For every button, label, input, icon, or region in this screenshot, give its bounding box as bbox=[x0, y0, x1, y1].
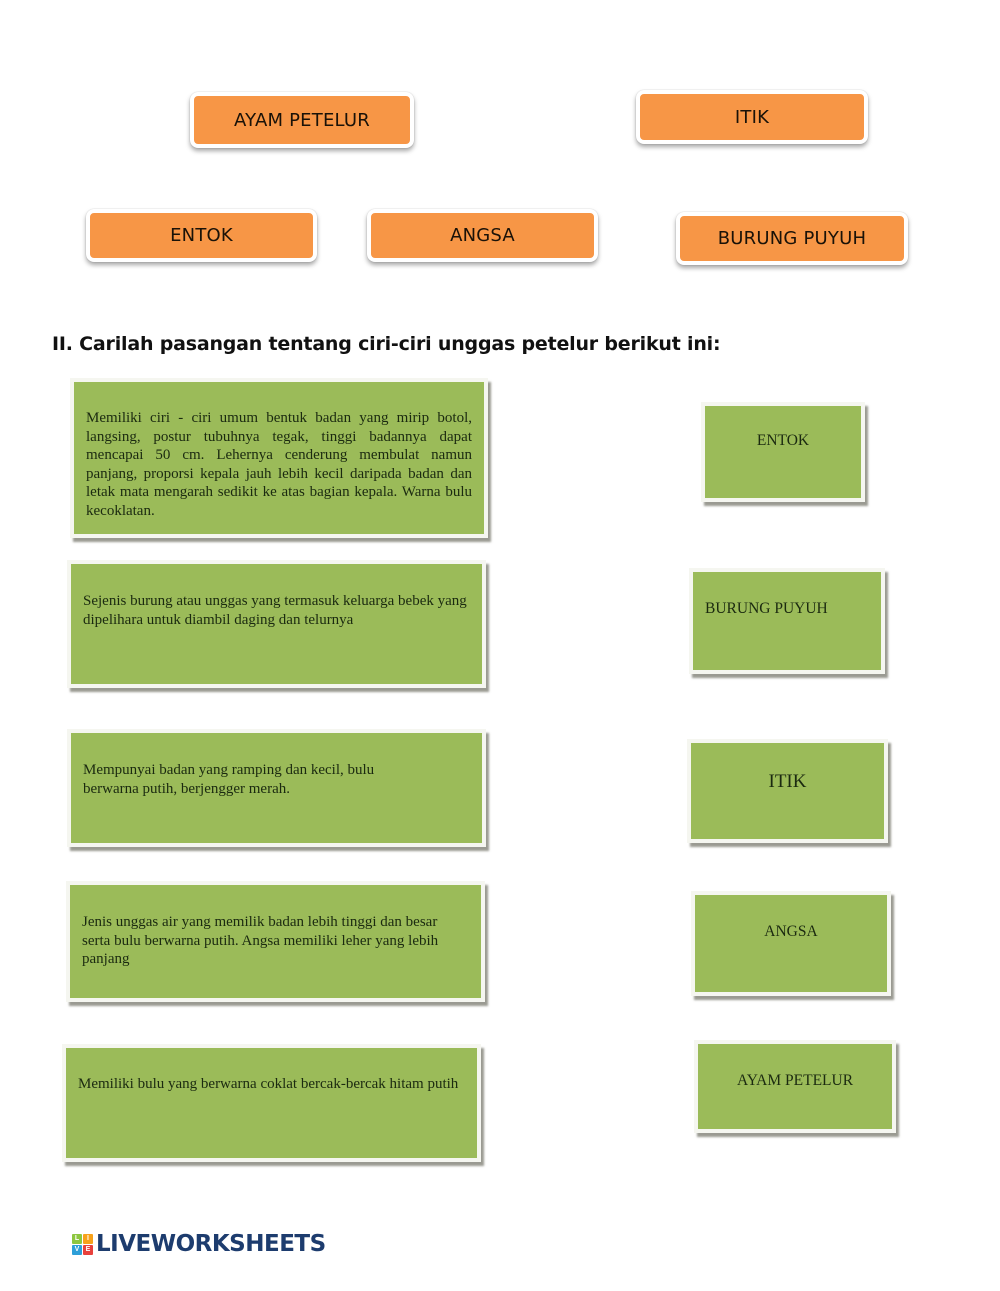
answer-box-itik[interactable]: ITIK bbox=[687, 739, 888, 843]
answer-box-entok[interactable]: ENTOK bbox=[701, 402, 865, 502]
answer-label: ITIK bbox=[768, 771, 807, 792]
description-box-1[interactable]: Memiliki ciri - ciri umum bentuk badan y… bbox=[70, 378, 488, 538]
description-box-4[interactable]: Jenis unggas air yang memilik badan lebi… bbox=[66, 881, 485, 1002]
word-ayam-petelur[interactable]: AYAM PETELUR bbox=[190, 92, 414, 148]
liveworksheets-logo: L I V E LIVEWORKSHEETS bbox=[72, 1231, 326, 1257]
logo-tile-e: E bbox=[83, 1244, 93, 1255]
word-label: ENTOK bbox=[170, 225, 233, 246]
logo-icon: L I V E bbox=[72, 1233, 93, 1255]
answer-label: ANGSA bbox=[764, 923, 818, 940]
description-box-5[interactable]: Memiliki bulu yang berwarna coklat berca… bbox=[62, 1044, 481, 1162]
answer-box-burung-puyuh[interactable]: BURUNG PUYUH bbox=[689, 568, 885, 674]
answer-label: ENTOK bbox=[756, 432, 810, 449]
logo-tile-i: I bbox=[83, 1233, 93, 1244]
section-heading: II. Carilah pasangan tentang ciri-ciri u… bbox=[52, 333, 721, 355]
description-text: Sejenis burung atau unggas yang termasuk… bbox=[83, 593, 467, 628]
answer-box-angsa[interactable]: ANGSA bbox=[691, 891, 891, 996]
word-label: ANGSA bbox=[450, 225, 515, 246]
description-box-2[interactable]: Sejenis burung atau unggas yang termasuk… bbox=[67, 560, 486, 688]
description-box-3[interactable]: Mempunyai badan yang ramping dan kecil, … bbox=[67, 729, 486, 847]
word-label: AYAM PETELUR bbox=[234, 109, 370, 131]
description-text: Memiliki bulu yang berwarna coklat berca… bbox=[78, 1076, 459, 1092]
word-entok[interactable]: ENTOK bbox=[86, 209, 317, 262]
word-label: ITIK bbox=[734, 106, 770, 128]
word-label: BURUNG PUYUH bbox=[717, 228, 867, 249]
word-angsa[interactable]: ANGSA bbox=[367, 209, 598, 262]
answer-label: AYAM PETELUR bbox=[736, 1072, 854, 1089]
answer-label: BURUNG PUYUH bbox=[705, 600, 828, 617]
logo-tile-v: V bbox=[72, 1244, 82, 1255]
word-burung-puyuh[interactable]: BURUNG PUYUH bbox=[676, 212, 908, 265]
description-text: Memiliki ciri - ciri umum bentuk badan y… bbox=[86, 410, 472, 519]
word-itik[interactable]: ITIK bbox=[636, 90, 868, 144]
logo-tile-l: L bbox=[72, 1233, 82, 1244]
answer-box-ayam-petelur[interactable]: AYAM PETELUR bbox=[694, 1040, 896, 1133]
description-text: Mempunyai badan yang ramping dan kecil, … bbox=[83, 762, 375, 797]
logo-text: LIVEWORKSHEETS bbox=[96, 1231, 326, 1257]
description-text: Jenis unggas air yang memilik badan lebi… bbox=[82, 914, 439, 967]
